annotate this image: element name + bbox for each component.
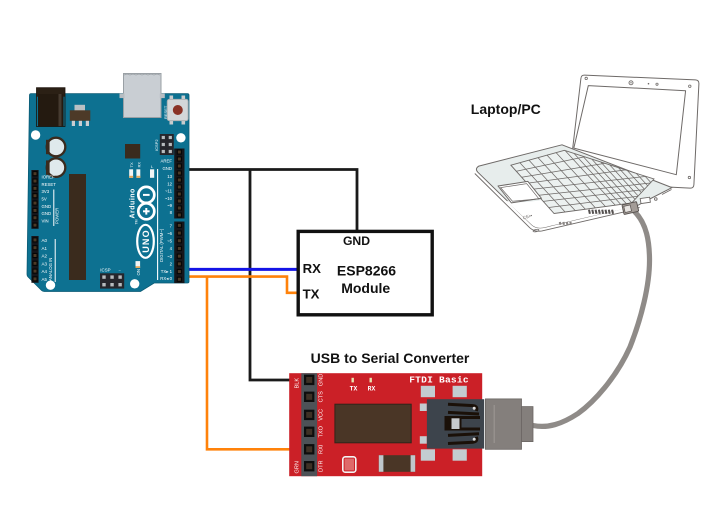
svg-text:UNO: UNO [141,229,151,253]
svg-text:TX: TX [129,162,134,167]
svg-text:ICSP: ICSP [100,268,110,273]
svg-text:FTDI Basic: FTDI Basic [409,375,469,386]
svg-text:TM: TM [134,219,138,224]
svg-text:CE▪▪: CE▪▪ [522,213,533,221]
svg-text:VIN: VIN [42,219,49,224]
svg-text:ICSP2: ICSP2 [154,139,159,151]
svg-text:~6: ~6 [167,231,173,236]
svg-text:BLK: BLK [295,378,301,389]
svg-text:Arduino: Arduino [130,188,137,218]
svg-text:GND: GND [319,374,325,386]
svg-text:Module: Module [341,280,390,296]
svg-text:TX: TX [303,286,320,301]
svg-text:7: 7 [170,223,173,228]
svg-text:~3: ~3 [167,254,173,259]
svg-text:GND: GND [42,211,52,216]
svg-text:ESP8266: ESP8266 [337,263,396,279]
svg-text:CTS: CTS [319,391,325,402]
svg-text:DTR: DTR [319,460,325,472]
svg-text:AREF: AREF [161,158,173,163]
svg-text:TX: TX [350,386,358,393]
svg-text:~9: ~9 [167,203,173,208]
svg-text:~11: ~11 [165,189,173,194]
svg-text:RX: RX [136,162,141,168]
svg-text:~10: ~10 [165,196,173,201]
svg-text:A4: A4 [42,269,48,274]
svg-text:VCC: VCC [319,409,325,421]
svg-text:~5: ~5 [167,239,173,244]
svg-text:A0: A0 [42,238,48,243]
svg-text:13: 13 [167,174,172,179]
svg-text:ON: ON [136,269,141,275]
svg-text:Laptop/PC: Laptop/PC [471,101,541,117]
svg-text:GRN: GRN [295,461,301,473]
svg-text:TX▸ 1: TX▸ 1 [161,269,173,274]
svg-text:RXI: RXI [319,444,325,454]
svg-text:RX: RX [303,261,322,276]
svg-text:4: 4 [170,246,173,251]
svg-text:A1: A1 [42,246,48,251]
svg-text:8: 8 [170,210,173,215]
svg-text:~: ~ [119,268,122,273]
svg-text:POWER: POWER [55,208,60,224]
svg-text:ANALOG IN: ANALOG IN [48,258,53,281]
svg-text:RX: RX [368,386,376,393]
svg-text:DIGITAL (PWM~): DIGITAL (PWM~) [159,228,164,262]
svg-text:IOREF: IOREF [42,174,56,179]
svg-text:TXO: TXO [319,425,325,437]
svg-text:GND: GND [162,166,172,171]
svg-text:A3: A3 [42,261,48,266]
svg-text:5V: 5V [42,197,47,202]
svg-text:2: 2 [170,261,173,266]
svg-text:L: L [151,164,154,169]
svg-text:A5: A5 [42,277,48,282]
svg-text:RESET: RESET [163,105,168,119]
svg-text:GND: GND [343,234,370,248]
svg-text:USB to Serial Converter: USB to Serial Converter [311,350,470,366]
svg-text:A2: A2 [42,254,48,259]
svg-text:12: 12 [167,181,172,186]
svg-text:3V3: 3V3 [42,189,50,194]
svg-text:RX◂ 0: RX◂ 0 [160,276,172,281]
svg-text:RESET: RESET [42,182,57,187]
svg-text:GND: GND [42,204,52,209]
